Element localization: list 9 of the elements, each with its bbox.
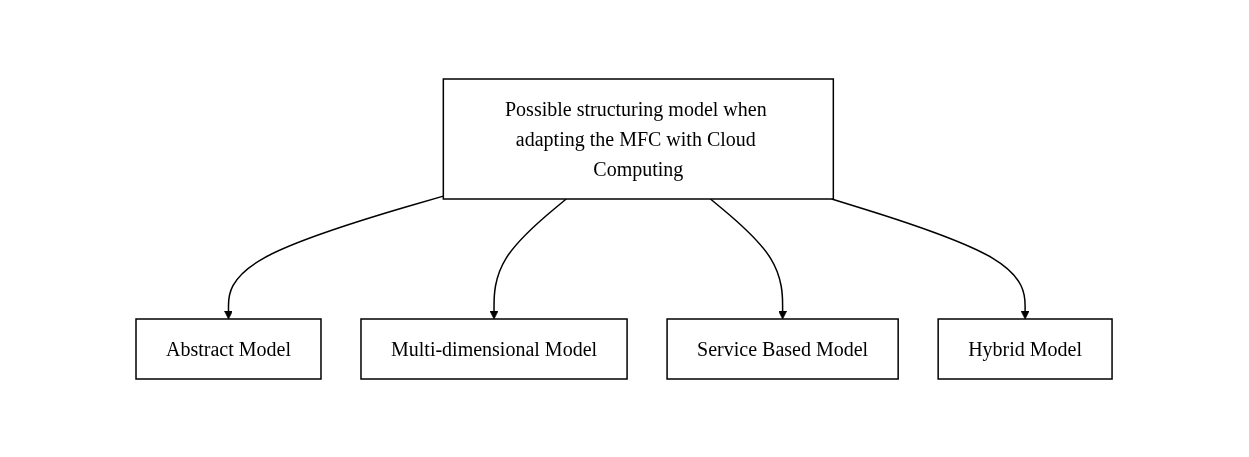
node-box: Service Based Model xyxy=(666,317,900,380)
node-box: Abstract Model xyxy=(135,317,323,380)
node-box: Hybrid Model xyxy=(937,317,1114,380)
arrow xyxy=(710,197,788,319)
node-box: Multi-dimensional Model xyxy=(360,317,629,380)
arrow xyxy=(831,197,1030,319)
arrow xyxy=(490,197,568,319)
node-box: Possible structuring model when adapting the MFC with Cloud Computing xyxy=(443,77,835,200)
arrow xyxy=(224,194,445,319)
